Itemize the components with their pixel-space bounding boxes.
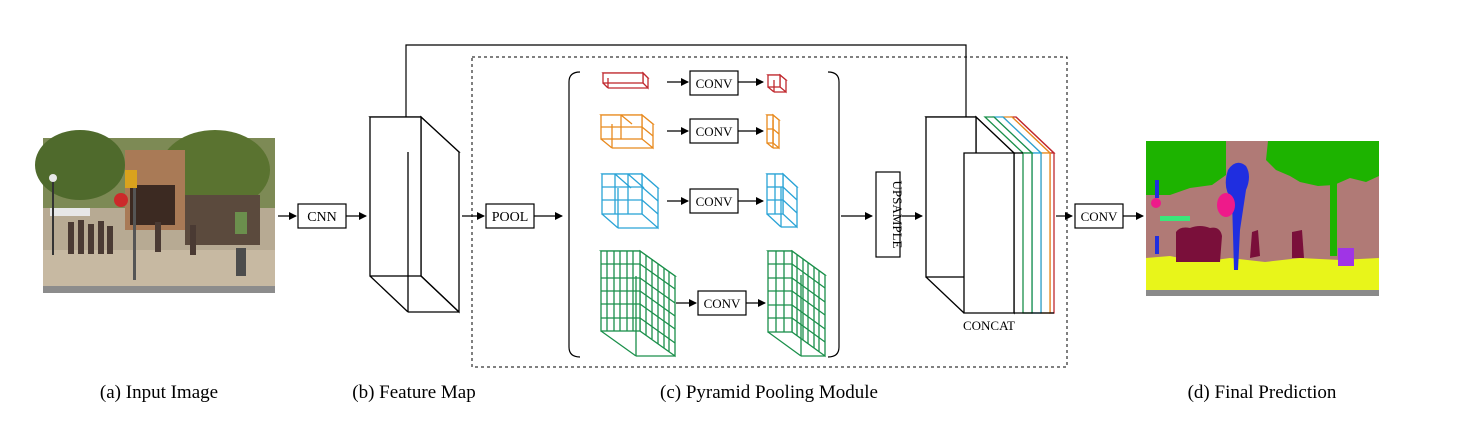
pooled-bin-6x6 xyxy=(598,249,678,358)
pooled-bin-3x3 xyxy=(600,172,660,230)
skip-connection-arrow xyxy=(405,44,970,135)
reduced-bin-3x3 xyxy=(765,172,799,229)
right-bracket xyxy=(827,71,840,358)
pyramid-level-4: CONV xyxy=(598,249,827,358)
reduced-bin-6x6 xyxy=(766,249,827,358)
conv-label-3: CONV xyxy=(696,194,733,209)
input-image xyxy=(35,130,275,293)
pyramid-level-1: CONV xyxy=(601,70,788,96)
caption-pyramid-pooling: (c) Pyramid Pooling Module xyxy=(660,382,878,403)
upsample-label: UPSAMPLE xyxy=(890,181,905,249)
feature-map-cuboid xyxy=(368,115,461,314)
final-conv-box: CONV xyxy=(1074,203,1124,229)
reduced-bin-2x2 xyxy=(765,113,781,150)
conv-label-1: CONV xyxy=(696,76,733,91)
conv-label-4: CONV xyxy=(704,296,741,311)
upsample-box: UPSAMPLE xyxy=(875,171,905,258)
pyramid-level-3: CONV xyxy=(600,172,799,230)
caption-input-image: (a) Input Image xyxy=(100,382,218,403)
concat-label: CONCAT xyxy=(963,318,1015,333)
cnn-label: CNN xyxy=(307,210,337,225)
reduced-bin-1x1 xyxy=(766,73,788,94)
conv-label-2: CONV xyxy=(696,124,733,139)
pool-box: POOL xyxy=(485,203,535,229)
pooled-bin-2x2 xyxy=(599,113,655,150)
concat-feature-stack xyxy=(924,115,1056,315)
caption-final-prediction: (d) Final Prediction xyxy=(1188,382,1337,403)
final-prediction-map xyxy=(1146,141,1379,296)
final-conv-label: CONV xyxy=(1081,209,1118,224)
cnn-box: CNN xyxy=(297,203,347,229)
left-bracket xyxy=(568,71,581,358)
caption-feature-map: (b) Feature Map xyxy=(352,382,475,403)
pooled-bin-1x1 xyxy=(601,71,650,90)
pyramid-level-2: CONV xyxy=(599,113,781,150)
pool-label: POOL xyxy=(492,210,529,225)
